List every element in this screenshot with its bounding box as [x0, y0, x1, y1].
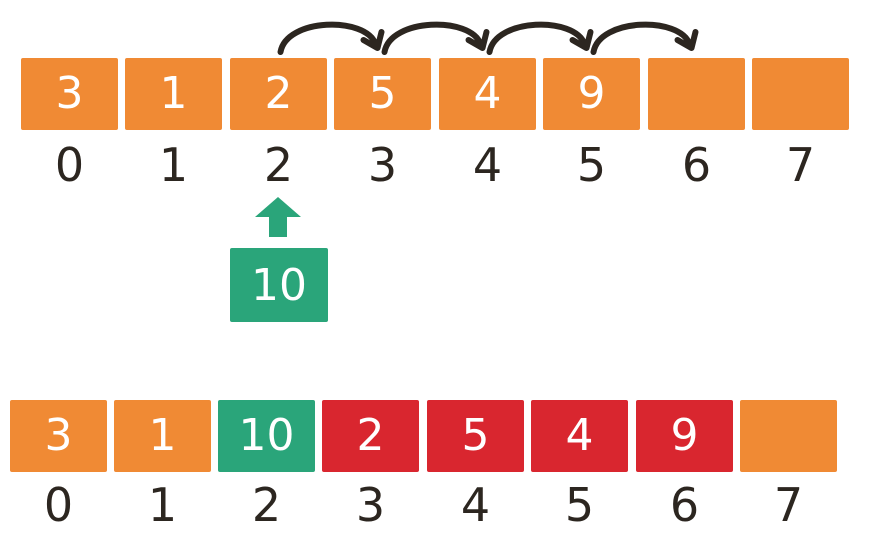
before-index-label-3: 3 [367, 138, 398, 192]
after-index-label-5: 5 [564, 478, 595, 532]
after-index-label-1: 1 [147, 478, 178, 532]
after-cell-7 [740, 400, 837, 472]
after-cell-1: 1 [114, 400, 211, 472]
before-cell-1: 1 [125, 58, 222, 130]
after-cell-6: 9 [636, 400, 733, 472]
before-cell-0: 3 [21, 58, 118, 130]
before-cell-6 [648, 58, 745, 130]
after-index-label-3: 3 [355, 478, 386, 532]
shift-arrow-3 [590, 21, 693, 55]
after-index-label-0: 0 [43, 478, 74, 532]
after-cell-3: 2 [322, 400, 419, 472]
shift-arrows [277, 21, 699, 55]
after-cell-2: 10 [218, 400, 315, 472]
before-index-label-7: 7 [785, 138, 816, 192]
after-cell-0: 3 [10, 400, 107, 472]
after-index-label-7: 7 [773, 478, 804, 532]
after-cell-4: 5 [427, 400, 524, 472]
before-cell-5: 9 [543, 58, 640, 130]
before-index-label-0: 0 [54, 138, 85, 192]
before-cell-4: 4 [439, 58, 536, 130]
before-index-label-5: 5 [576, 138, 607, 192]
after-index-label-6: 6 [669, 478, 700, 532]
shift-arrow-head-2 [569, 29, 594, 51]
before-index-label-1: 1 [158, 138, 189, 192]
up-arrow-icon [255, 197, 301, 237]
before-index-label-6: 6 [681, 138, 712, 192]
before-index-label-4: 4 [472, 138, 503, 192]
before-cell-3: 5 [334, 58, 431, 130]
shift-arrow-head-3 [674, 29, 699, 51]
shift-arrow-1 [381, 21, 484, 55]
shift-arrow-2 [486, 21, 588, 55]
insert-value-box: 10 [230, 248, 328, 322]
shift-arrow-head-1 [465, 29, 490, 51]
after-index-label-4: 4 [460, 478, 491, 532]
shift-arrow-0 [277, 21, 379, 55]
before-index-label-2: 2 [263, 138, 294, 192]
after-index-label-2: 2 [251, 478, 282, 532]
before-cell-2: 2 [230, 58, 327, 130]
shift-arrow-head-0 [360, 29, 385, 51]
after-cell-5: 4 [531, 400, 628, 472]
before-cell-7 [752, 58, 849, 130]
